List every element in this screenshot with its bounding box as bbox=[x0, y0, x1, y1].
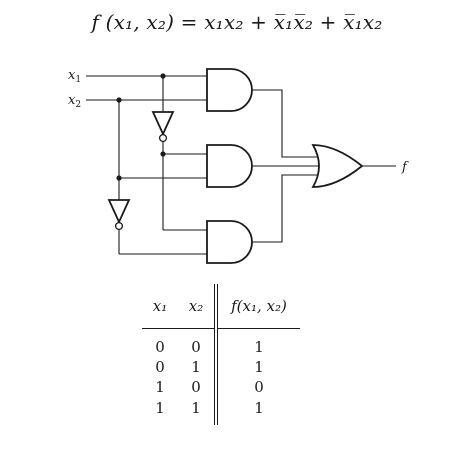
and-gate-1 bbox=[206, 68, 253, 112]
truth-table-header-row: x₁ x₂ f(x₁, x₂) bbox=[142, 284, 300, 329]
truth-table: x₁ x₂ f(x₁, x₂) 0 0 1 0 1 1 1 0 0 1 1 1 bbox=[142, 284, 300, 425]
cell-x2: 1 bbox=[178, 397, 218, 425]
function-equation: f (x₁, x₂) = x₁x₂ + x̅₁x̅₂ + x̅₁x₂ bbox=[91, 10, 383, 34]
cell-x1: 1 bbox=[155, 399, 165, 417]
not-gate-x1-bubble bbox=[158, 133, 168, 143]
cell-f: 1 bbox=[254, 338, 264, 356]
and-gate-3 bbox=[206, 220, 253, 264]
header-f: f(x₁, x₂) bbox=[216, 284, 300, 329]
input-label-x2: x2 bbox=[68, 93, 81, 110]
cell-f: 0 bbox=[254, 378, 264, 396]
not-gate-x1 bbox=[151, 111, 175, 137]
and3-to-or-wire bbox=[252, 174, 318, 243]
table-row: 0 1 1 bbox=[142, 357, 300, 377]
not-gate-x2-bubble bbox=[114, 221, 124, 231]
table-row: 1 1 1 bbox=[142, 397, 300, 425]
cell-x1: 0 bbox=[155, 358, 165, 376]
cell-x2: 1 bbox=[178, 357, 218, 377]
cell-f: 1 bbox=[254, 399, 264, 417]
cell-f: 1 bbox=[254, 358, 264, 376]
table-row: 0 0 1 bbox=[142, 328, 300, 357]
cell-x2: 0 bbox=[178, 328, 218, 357]
cell-x1: 1 bbox=[155, 378, 165, 396]
cell-x2: 0 bbox=[178, 377, 218, 397]
table-row: 1 0 0 bbox=[142, 377, 300, 397]
output-label-f: f bbox=[401, 160, 409, 175]
and1-to-or-wire bbox=[252, 89, 318, 158]
or-gate bbox=[311, 144, 364, 188]
not-gate-x2 bbox=[107, 199, 131, 225]
header-x2: x₂ bbox=[178, 284, 218, 329]
header-x1: x₁ bbox=[142, 284, 178, 329]
input-label-x1: x1 bbox=[68, 68, 81, 85]
and-gate-2 bbox=[206, 144, 253, 188]
cell-x1: 0 bbox=[155, 338, 165, 356]
